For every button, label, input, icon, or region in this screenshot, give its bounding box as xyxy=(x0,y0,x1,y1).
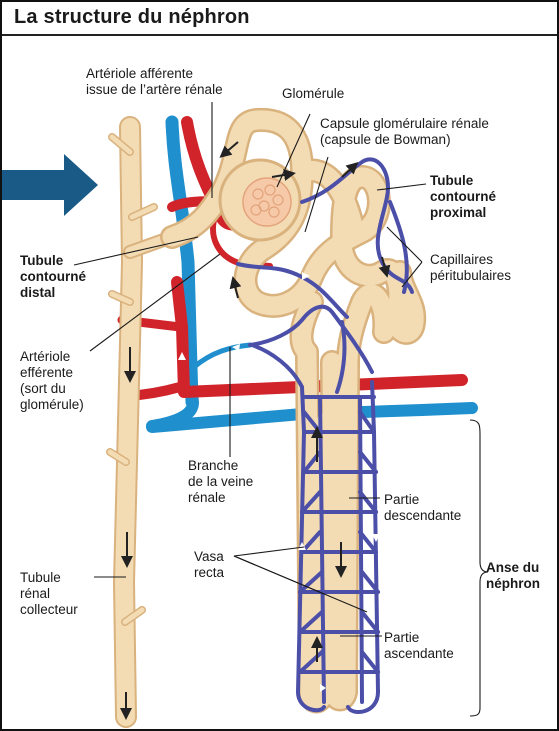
label-arteriole-afferente: Artériole afférente issue de l’artère ré… xyxy=(86,66,223,97)
leader-lines xyxy=(73,102,489,717)
label-tubule-distal: Tubule contourné distal xyxy=(20,253,86,300)
label-glomerule: Glomérule xyxy=(282,86,345,101)
nephron-tubule xyxy=(160,107,427,714)
label-partie-ascendante: Partie ascendante xyxy=(384,630,454,661)
label-tubule-proximal: Tubule contourné proximal xyxy=(430,173,496,220)
label-capsule: Capsule glomérulaire rénale (capsule de … xyxy=(320,116,489,147)
blood-flow-arrow xyxy=(2,154,98,216)
title-bar: La structure du néphron xyxy=(2,2,557,36)
flow-arrows xyxy=(120,141,391,720)
label-vasa-recta: Vasa recta xyxy=(194,549,225,580)
label-arteriole-efferente: Artériole efférente (sort du glomérule) xyxy=(20,349,84,412)
title-underline xyxy=(2,34,557,36)
label-capillaires: Capillaires péritubulaires xyxy=(430,252,512,283)
diagram-title: La structure du néphron xyxy=(14,6,250,28)
label-tubule-collecteur: Tubule rénal collecteur xyxy=(20,570,78,617)
vessel-flow-arrows xyxy=(178,162,380,692)
label-anse: Anse du néphron xyxy=(486,560,540,591)
label-partie-descendante: Partie descendante xyxy=(384,492,462,523)
collecting-duct xyxy=(106,116,179,728)
glomerulus xyxy=(218,158,302,242)
label-branche-veine: Branche de la veine rénale xyxy=(188,458,254,505)
